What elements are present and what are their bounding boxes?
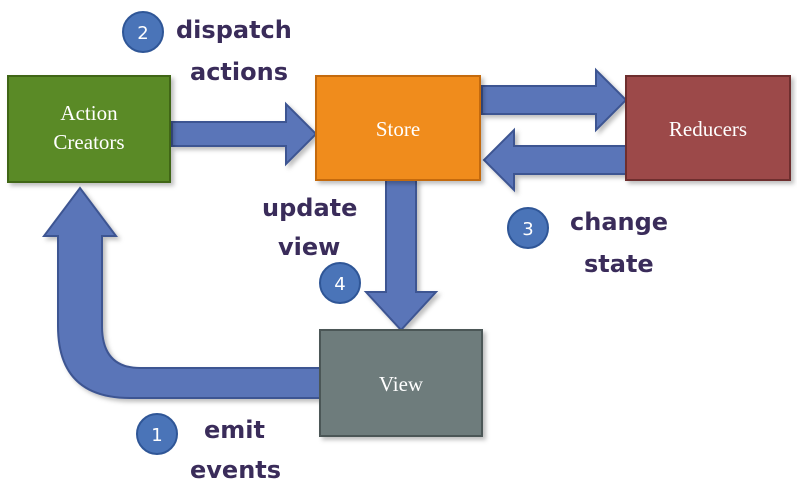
view-label: View (379, 372, 424, 396)
arrow-dispatch-actions (171, 101, 318, 167)
step-2: 2 dispatch actions (122, 11, 292, 86)
step-3-caption-line1: change (570, 208, 668, 236)
step-4-badge (319, 262, 361, 304)
step-2-caption-line2: actions (190, 58, 288, 86)
step-1-badge (136, 413, 178, 455)
step-2-badge (122, 11, 164, 53)
step-4-caption-line1: update (262, 194, 357, 222)
node-action-creators: Action Creators (7, 75, 171, 183)
node-view: View (319, 329, 483, 437)
step-4: 4 update view (262, 194, 361, 304)
step-1-caption-line1: emit (204, 416, 265, 444)
step-3-badge (507, 207, 549, 249)
step-4-caption-line2: view (278, 233, 340, 261)
reducers-label: Reducers (669, 117, 747, 141)
step-1: 1 emit events (136, 413, 281, 484)
view-box (319, 329, 483, 437)
step-1-caption-line2: events (190, 456, 281, 484)
node-store: Store (315, 75, 481, 181)
step-2-caption-line1: dispatch (176, 16, 292, 44)
step-3-caption-line2: state (584, 250, 654, 278)
step-3: 3 change state (507, 207, 668, 278)
step-2-number: 2 (137, 23, 148, 44)
store-box (315, 75, 481, 181)
arrow-change-state (482, 127, 627, 193)
arrow-emit-events (42, 186, 321, 399)
action-creators-label-line2: Creators (53, 130, 124, 154)
node-reducers: Reducers (625, 75, 791, 181)
arrow-store-to-reducers (481, 67, 628, 133)
store-label: Store (376, 117, 420, 141)
step-3-number: 3 (522, 219, 533, 240)
reducers-box (625, 75, 791, 181)
action-creators-label-line1: Action (60, 101, 118, 125)
step-4-number: 4 (334, 274, 345, 295)
step-1-number: 1 (151, 425, 162, 446)
action-creators-box (7, 75, 171, 183)
arrow-update-view (363, 179, 439, 332)
